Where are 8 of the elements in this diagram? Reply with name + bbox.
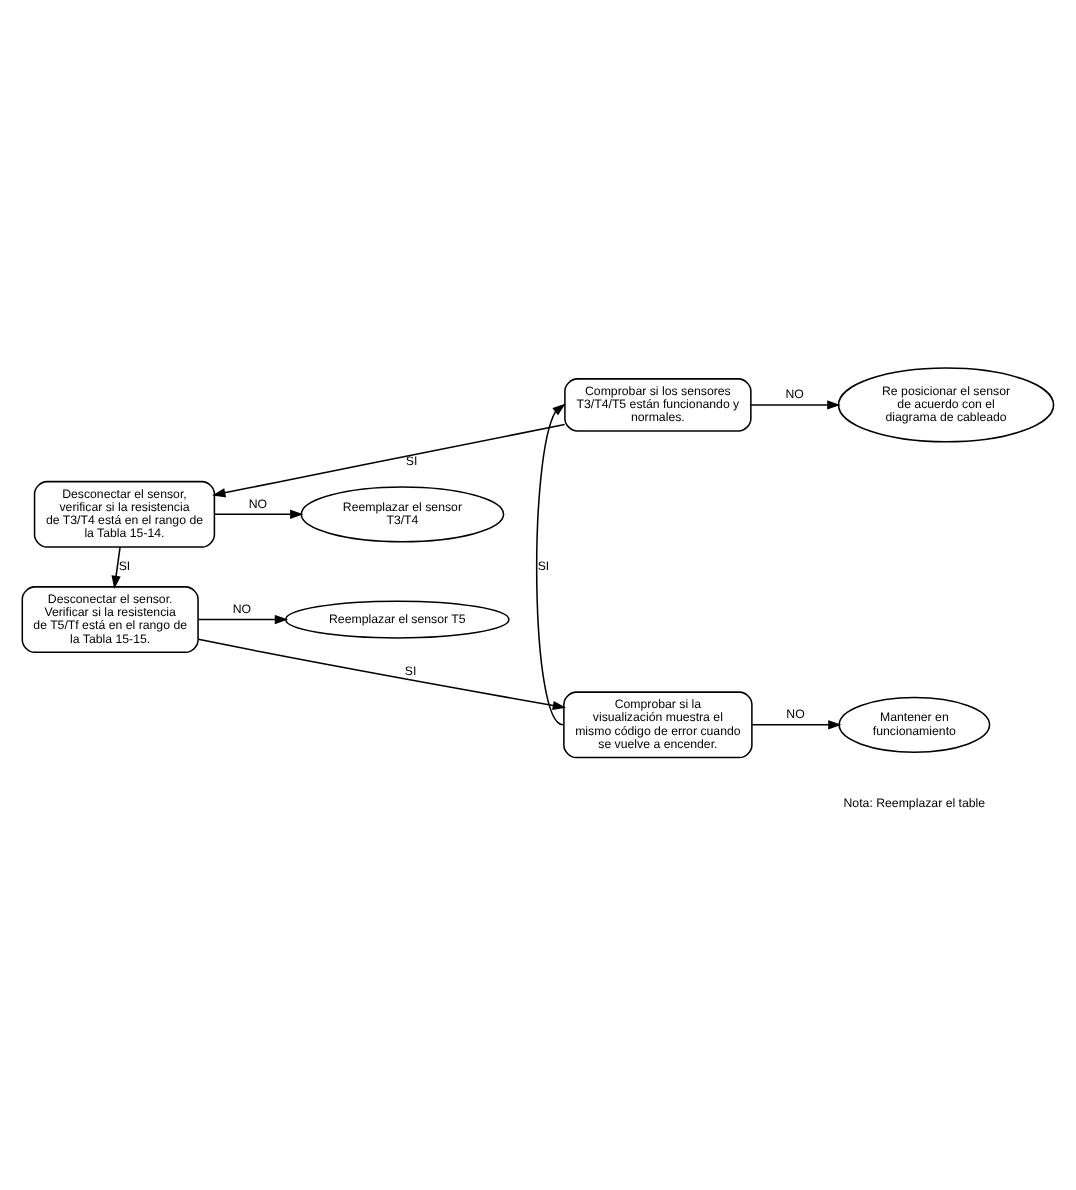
arrow: [213, 509, 304, 519]
arrow: [536, 403, 566, 726]
arrow: [750, 400, 841, 410]
arrow: [197, 614, 289, 625]
arrow: [111, 546, 121, 589]
arrow: [212, 423, 566, 498]
arrow: [197, 638, 566, 711]
arrow: [751, 720, 842, 730]
